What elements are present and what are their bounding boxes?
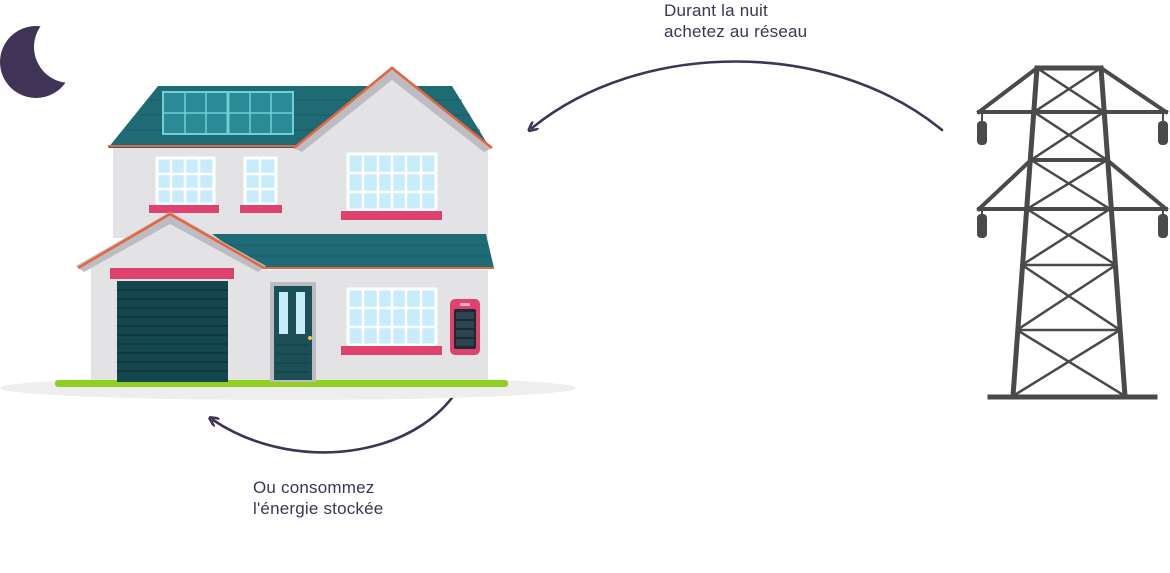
grid-to-house-arrow (532, 60, 944, 131)
roof-skylights (162, 91, 294, 135)
battery-to-house-arrow (213, 374, 467, 454)
moon-icon (0, 11, 106, 98)
pylon-insulators (977, 121, 1168, 238)
front-door (270, 282, 316, 382)
stored-energy-caption-line2: l'énergie stockée (253, 499, 384, 518)
lower-window (341, 287, 442, 355)
upper-windows (149, 152, 442, 220)
electricity-pylon-icon (976, 65, 1169, 400)
grid-purchase-caption-line1: Durant la nuit (664, 1, 768, 20)
grid-purchase-caption-line2: achetez au réseau (664, 22, 808, 41)
home-battery-icon (450, 299, 480, 355)
stored-energy-caption-line1: Ou consommez (253, 478, 375, 497)
stored-energy-caption: Ou consommez l'énergie stockée (253, 477, 383, 519)
grid-purchase-caption: Durant la nuit achetez au réseau (664, 0, 807, 42)
house-illustration (0, 66, 576, 400)
garage-door (117, 281, 228, 382)
